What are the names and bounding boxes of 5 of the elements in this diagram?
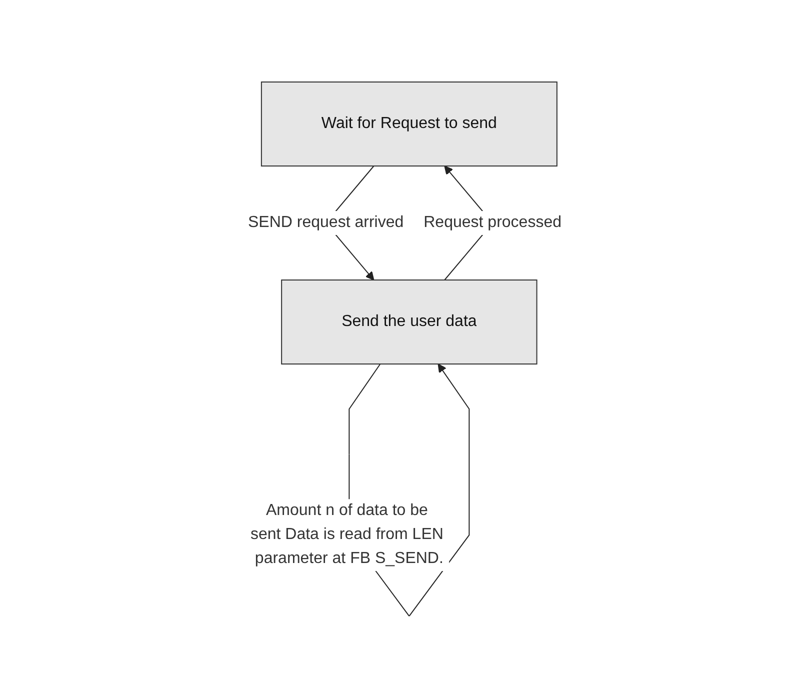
- edge-label: Amount n of data to be sent Data is read from LEN parameter at FB S_SEND.: [250, 502, 444, 568]
- node-box: Send the user data: [280, 280, 538, 365]
- edge-label: Request processed: [423, 214, 562, 232]
- edge-label: SEND request arrived: [248, 214, 404, 232]
- node-box: Wait for Request to send: [260, 82, 558, 167]
